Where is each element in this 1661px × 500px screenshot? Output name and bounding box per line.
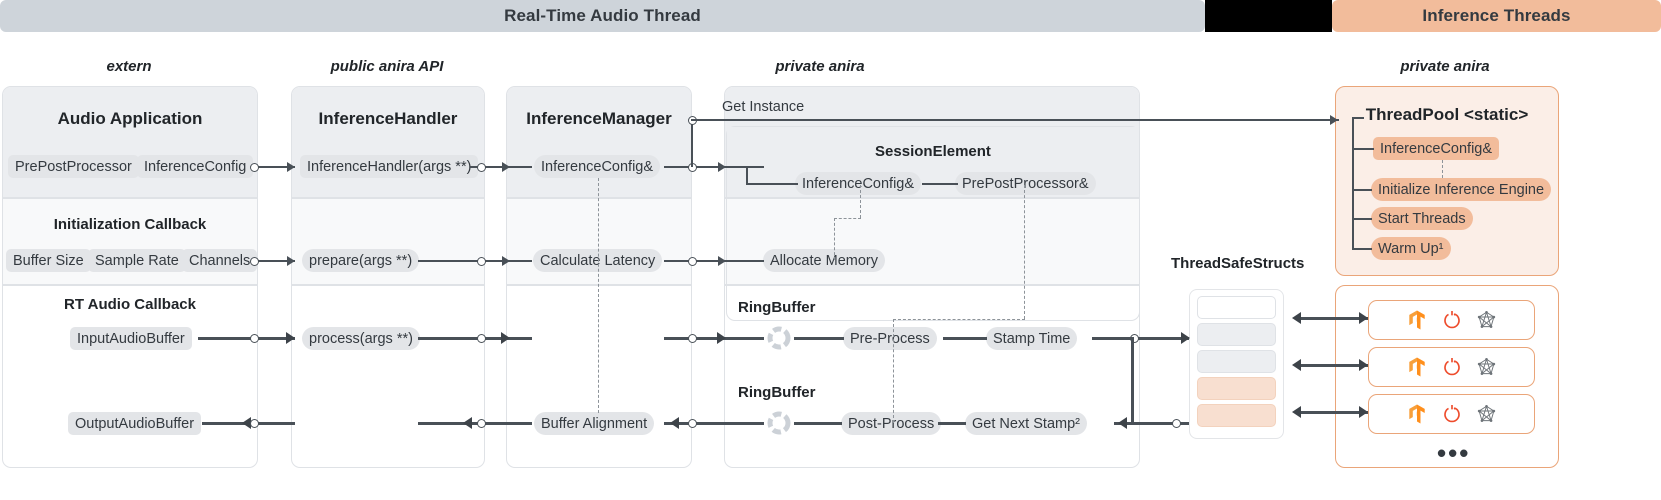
thread-box-1[interactable] (1368, 300, 1535, 340)
band-constructor (3, 87, 257, 197)
pill-pre-process[interactable]: Pre-Process (843, 327, 937, 350)
tensorflow-icon (1409, 310, 1425, 330)
banner-realtime-label: Real-Time Audio Thread (504, 6, 701, 25)
pill-inferenceconfig[interactable]: InferenceConfig (137, 155, 254, 178)
caption-private-anira: private anira (775, 58, 865, 75)
caption-private-anira-right: private anira (1400, 58, 1490, 75)
onnx-icon (1477, 310, 1496, 328)
page-title-thread-pool: ThreadPool <static> (1365, 105, 1529, 124)
subtitle-initialization-callback: Initialization Callback (53, 216, 207, 233)
tss-row-1[interactable] (1197, 296, 1276, 319)
page-title-audio-application: Audio Application (57, 109, 203, 128)
label-get-instance: Get Instance (722, 99, 805, 115)
thread-box-2[interactable] (1368, 347, 1535, 387)
pill-inference-handler-ctor[interactable]: InferenceHandler(args **) (300, 155, 479, 178)
pill-prepostprocessor-ref[interactable]: PrePostProcessor& (955, 172, 1096, 195)
pill-buffer-alignment[interactable]: Buffer Alignment (534, 412, 655, 435)
pill-input-audio-buffer[interactable]: InputAudioBuffer (70, 327, 192, 350)
pill-warm-up[interactable]: Warm Up¹ (1371, 237, 1451, 260)
pill-stamp-time[interactable]: Stamp Time (986, 327, 1078, 350)
page-title-inference-handler: InferenceHandler (318, 109, 458, 128)
label-thread-safe-structs: ThreadSafeStructs (1171, 255, 1305, 272)
pill-output-audio-buffer[interactable]: OutputAudioBuffer (68, 412, 202, 435)
label-ringbuffer-top: RingBuffer (738, 299, 816, 316)
dashed-process-line (893, 319, 894, 423)
tensorflow-icon (1409, 357, 1425, 377)
pill-prepostprocessor[interactable]: PrePostProcessor (8, 155, 139, 178)
ringbuffer-icon-top (767, 326, 791, 350)
dashed-config-line (860, 185, 861, 218)
pill-process[interactable]: process(args **) (302, 327, 420, 350)
tss-row-2[interactable] (1197, 323, 1276, 346)
pill-start-threads[interactable]: Start Threads (1371, 207, 1473, 230)
banner-gap-black (1205, 0, 1332, 32)
ringbuffer-icon-bottom (767, 411, 791, 435)
pill-get-next-stamp[interactable]: Get Next Stamp² (965, 412, 1087, 435)
tensorflow-icon (1409, 404, 1425, 424)
tss-row-5[interactable] (1197, 404, 1276, 427)
banner-inference-label: Inference Threads (1422, 6, 1571, 25)
more-threads-ellipsis: ••• (1437, 438, 1471, 468)
onnx-icon (1477, 404, 1496, 422)
pill-allocate-memory[interactable]: Allocate Memory (763, 249, 885, 272)
page-title-session-element: SessionElement (875, 143, 991, 160)
dashed-manager-line (598, 178, 599, 413)
pill-calculate-latency[interactable]: Calculate Latency (533, 249, 663, 272)
label-ringbuffer-bottom: RingBuffer (738, 384, 816, 401)
banner-inference-threads: Inference Threads (1332, 0, 1661, 32)
tss-row-4[interactable] (1197, 377, 1276, 400)
pill-post-process[interactable]: Post-Process (841, 412, 942, 435)
pill-channels[interactable]: Channels (182, 249, 258, 272)
pill-prepare[interactable]: prepare(args **) (302, 249, 420, 272)
panel-audio-application (2, 86, 258, 468)
pill-sample-rate[interactable]: Sample Rate (88, 249, 186, 272)
panel-inference-handler (291, 86, 485, 468)
page-title-inference-manager: InferenceManager (526, 109, 672, 128)
pytorch-icon (1444, 358, 1460, 376)
pill-buffer-size[interactable]: Buffer Size (6, 249, 91, 272)
pill-inference-config-ref[interactable]: InferenceConfig& (534, 155, 661, 178)
thread-box-3[interactable] (1368, 394, 1535, 434)
tss-row-3[interactable] (1197, 350, 1276, 373)
pill-initialize-inference-engine[interactable]: Initialize Inference Engine (1371, 178, 1552, 201)
panel-session-element (726, 126, 1140, 321)
onnx-icon (1477, 357, 1496, 375)
pill-threadpool-inference-config[interactable]: InferenceConfig& (1373, 137, 1500, 160)
pytorch-icon (1444, 405, 1460, 423)
banner-realtime-audio-thread: Real-Time Audio Thread (0, 0, 1205, 32)
pytorch-icon (1444, 311, 1460, 329)
subtitle-rt-audio-callback: RT Audio Callback (64, 296, 196, 313)
caption-extern: extern (106, 58, 152, 75)
dashed-prepost-line (1024, 185, 1025, 319)
panel-inference-manager (506, 86, 692, 468)
caption-public-api: public anira API (330, 58, 444, 75)
thread-safe-structs-stack (1189, 289, 1284, 439)
pill-session-inference-config-ref[interactable]: InferenceConfig& (795, 172, 922, 195)
